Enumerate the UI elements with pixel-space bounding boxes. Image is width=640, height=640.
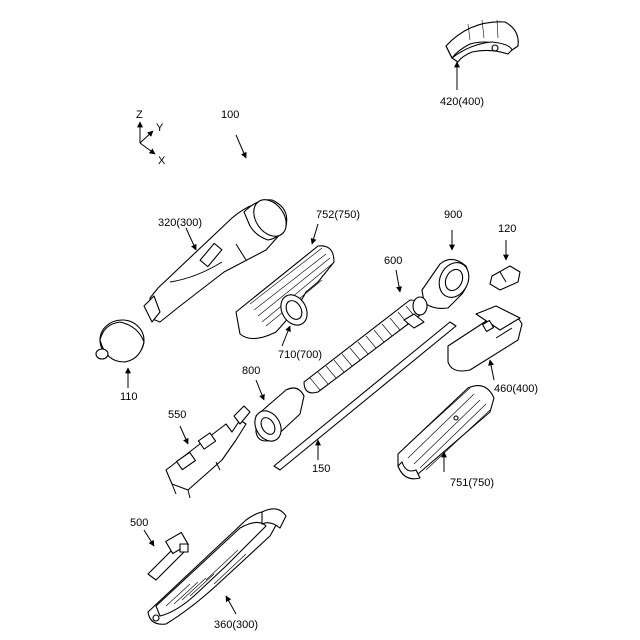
x-axis-arrow (140, 143, 155, 154)
leader-600 (396, 270, 400, 292)
ring-900 (422, 258, 474, 309)
leader-752 (312, 224, 318, 244)
leader-800 (256, 380, 264, 400)
sleeve-751 (398, 386, 494, 479)
y-axis-label: Y (156, 122, 164, 134)
label-150: 150 (312, 463, 330, 475)
ring-800 (250, 388, 304, 446)
leader-320 (186, 228, 196, 250)
leader-710 (282, 326, 290, 346)
cap-420 (446, 20, 518, 62)
label-710: 710(700) (278, 349, 322, 361)
label-800: 800 (242, 365, 260, 377)
label-320: 320(300) (158, 217, 202, 229)
label-500: 500 (130, 517, 148, 529)
leader-550 (180, 426, 188, 444)
z-axis-label: Z (136, 109, 143, 121)
label-420: 420(400) (440, 96, 484, 108)
label-100: 100 (221, 109, 239, 121)
part-500 (148, 532, 188, 580)
nozzle-110 (96, 320, 144, 362)
label-360: 360(300) (214, 619, 258, 631)
leader-500 (144, 530, 154, 546)
label-600: 600 (384, 255, 402, 267)
leader-460 (490, 360, 494, 380)
label-752: 752(750) (316, 209, 360, 221)
leader-100 (236, 135, 246, 158)
label-751: 751(750) (450, 477, 494, 489)
label-550: 550 (168, 409, 186, 421)
axis-triad: Z Y X (136, 109, 166, 167)
label-120: 120 (498, 223, 516, 235)
y-axis-arrow (140, 131, 153, 143)
spring-600 (304, 297, 427, 393)
label-110: 110 (120, 391, 138, 403)
cover-460 (448, 306, 522, 371)
part-120 (490, 266, 520, 290)
label-460: 460(400) (494, 383, 538, 395)
sleeve-752-710 (236, 246, 334, 339)
x-axis-label: X (158, 155, 166, 167)
label-900: 900 (444, 209, 462, 221)
leader-360 (226, 596, 236, 614)
